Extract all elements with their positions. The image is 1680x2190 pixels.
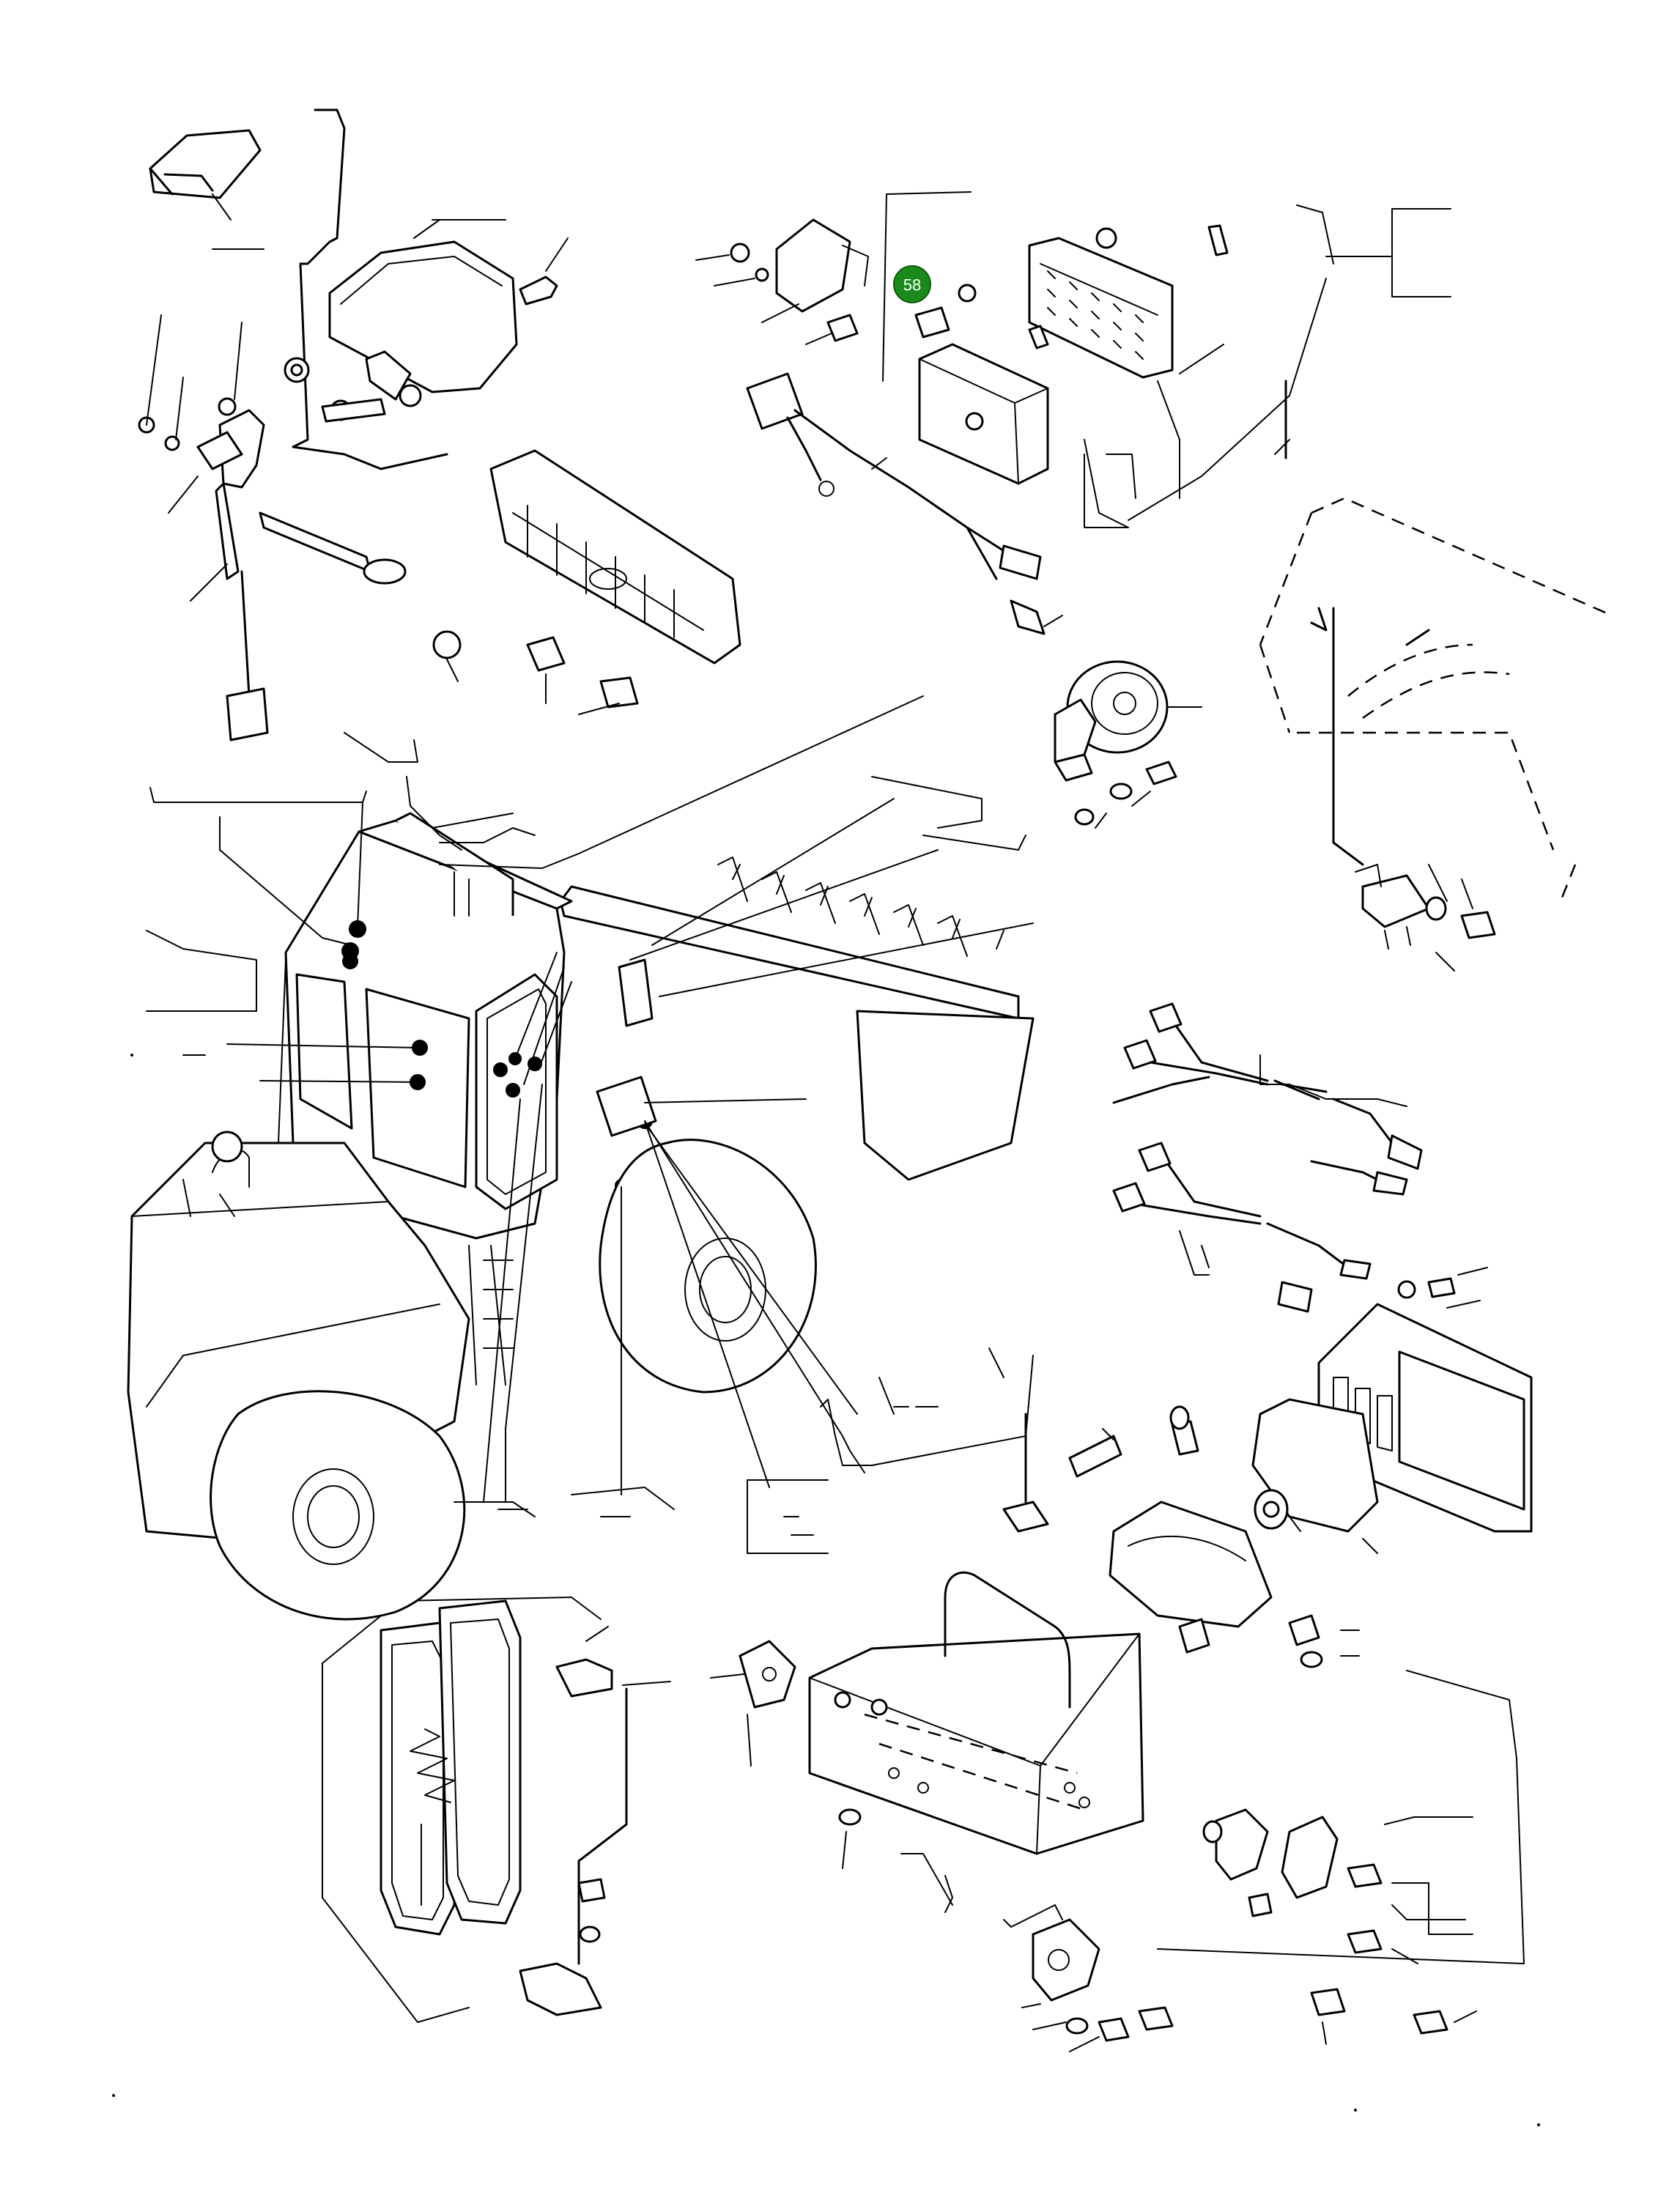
battery-clamp-part	[710, 1640, 796, 1767]
mirror-assembly-part	[322, 1597, 671, 2023]
leader-lines	[146, 695, 1034, 1554]
bulbs-pair-part	[1002, 1405, 1199, 1533]
wheel-loader-body	[127, 812, 1035, 1621]
cable-harness-upper	[1112, 1002, 1423, 1196]
horn-part	[1054, 660, 1202, 829]
wiring-harness-part	[746, 372, 1063, 635]
rear-lamp-part	[432, 449, 741, 715]
lever-switch-part	[138, 314, 407, 741]
bottom-socket-part	[1003, 1904, 1174, 2052]
battery-box-part	[808, 1571, 1144, 1913]
fuse-box-part	[882, 191, 1451, 528]
flasher-relay-part	[1355, 864, 1496, 972]
callout-58-label: 58	[903, 276, 921, 295]
bucket-outline-dashed	[1259, 497, 1613, 902]
callout-58-badge: 58	[893, 265, 931, 303]
rubber-boot-part	[149, 129, 264, 250]
relay-part	[695, 218, 869, 345]
scan-specks	[112, 1054, 1540, 2126]
work-lamp-part	[284, 108, 569, 470]
cable-harness-lower	[1112, 1142, 1372, 1313]
work-lamp-round-part	[1109, 1501, 1360, 1668]
headlamp-unit-part	[1251, 1398, 1379, 1554]
tail-lamp-assembly-part	[1157, 1670, 1525, 2045]
